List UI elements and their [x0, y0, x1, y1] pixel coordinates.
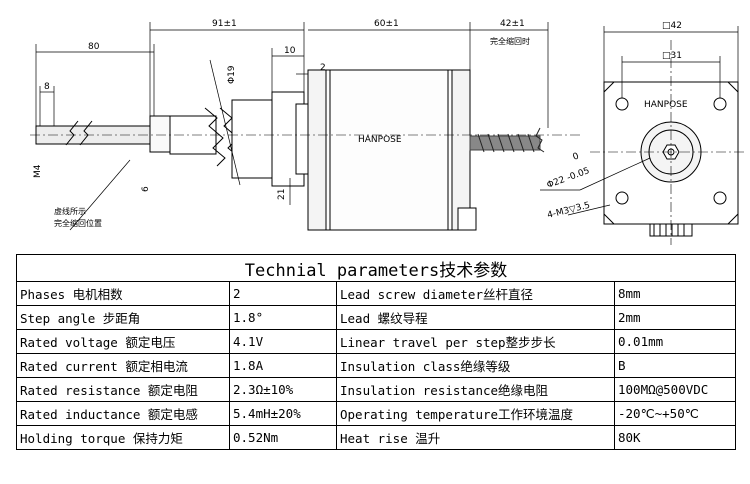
param-label: Lead 螺纹导程: [336, 305, 615, 330]
table-row: Holding torque 保持力矩 0.52Nm Heat rise 温升 …: [16, 425, 737, 450]
table-row: Rated voltage 额定电压 4.1V Linear travel pe…: [16, 329, 737, 354]
connector: [457, 207, 477, 231]
mounting-hole: [615, 191, 629, 205]
dim-phi22: Φ22 -0.05: [546, 166, 591, 191]
dim-screws: 4-M3▽3.5: [546, 201, 591, 221]
param-value: 1.8A: [229, 353, 337, 378]
motor-end-cap-rear: [451, 69, 471, 231]
table-row: Rated current 额定相电流 1.8A Insulation clas…: [16, 353, 737, 378]
param-label: Operating temperature工作环境温度: [336, 401, 615, 426]
note-dashed-1: 虚线所示: [54, 206, 86, 216]
note-compressed: 完全缩回时: [490, 36, 530, 46]
front-brand-label: HANPOSE: [644, 100, 688, 110]
param-value: 100MΩ@500VDC: [613, 377, 737, 402]
shaft-break-mark: [65, 120, 79, 146]
dim-42-square: □42: [662, 21, 682, 31]
table-title: Technial parameters技术参数: [15, 254, 737, 282]
param-value: 2mm: [613, 305, 737, 330]
dim-phi19: Φ19: [227, 65, 237, 84]
nut-body: [149, 115, 171, 153]
motor-body: [307, 69, 471, 231]
table-row: Rated inductance 额定电感 5.4mH±20% Operatin…: [16, 401, 737, 426]
param-label: Rated current 额定相电流: [16, 353, 230, 378]
dim-21: 21: [277, 189, 287, 200]
param-value: 2.3Ω±10%: [229, 377, 337, 402]
motor-end-cap-front: [307, 69, 327, 231]
rear-lead-screw: [469, 127, 545, 153]
dim-80: 80: [88, 42, 100, 52]
param-value: 2: [229, 281, 337, 306]
param-value: 8mm: [613, 281, 737, 306]
param-label: Holding torque 保持力矩: [16, 425, 230, 450]
param-label: Phases 电机相数: [16, 281, 230, 306]
note-dashed-2: 完全缩回位置: [54, 218, 102, 228]
dim-0: 0: [572, 151, 581, 162]
dim-31-square: □31: [662, 51, 682, 61]
dim-60: 60±1: [374, 19, 399, 29]
dim-m4: M4: [33, 164, 43, 178]
body-break-mark: [204, 107, 226, 167]
pilot-boss: [295, 103, 309, 175]
dim-2: 2: [320, 63, 326, 73]
param-label: Rated resistance 额定电阻: [16, 377, 230, 402]
table-row: Phases 电机相数 2 Lead screw diameter丝杆直径 8m…: [16, 281, 737, 306]
param-label: Step angle 步距角: [16, 305, 230, 330]
param-label: Rated voltage 额定电压: [16, 329, 230, 354]
dim-8: 8: [44, 82, 50, 92]
param-label: Insulation class绝缘等级: [336, 353, 615, 378]
param-value: 4.1V: [229, 329, 337, 354]
mounting-hole: [713, 191, 727, 205]
table-title-row: Technial parameters技术参数: [15, 254, 737, 282]
param-label: Rated inductance 额定电感: [16, 401, 230, 426]
table-row: Step angle 步距角 1.8° Lead 螺纹导程 2mm: [16, 305, 737, 330]
param-value: 80K: [613, 425, 737, 450]
dim-42-length: 42±1: [500, 19, 525, 29]
dim-6: 6: [141, 186, 151, 192]
param-value: 1.8°: [229, 305, 337, 330]
param-value: -20℃~+50℃: [613, 401, 737, 426]
param-label: Insulation resistance绝缘电阻: [336, 377, 615, 402]
param-value: 0.01mm: [613, 329, 737, 354]
param-value: B: [613, 353, 737, 378]
param-label: Lead screw diameter丝杆直径: [336, 281, 615, 306]
param-label: Heat rise 温升: [336, 425, 615, 450]
technical-drawing: HANPOSE HANPOSE 80 8 M4 6 91±1 60±1 42±1…: [30, 19, 745, 245]
param-label: Linear travel per step整步步长: [336, 329, 615, 354]
parameters-table: Technial parameters技术参数 Phases 电机相数 2 Le…: [15, 254, 737, 450]
collar: [231, 99, 273, 179]
table-row: Rated resistance 额定电阻 2.3Ω±10% Insulatio…: [16, 377, 737, 402]
dim-91: 91±1: [212, 19, 237, 29]
dim-10: 10: [284, 46, 296, 56]
param-value: 0.52Nm: [229, 425, 337, 450]
shaft-break-mark: [79, 120, 93, 146]
param-value: 5.4mH±20%: [229, 401, 337, 426]
side-brand-label: HANPOSE: [358, 135, 402, 145]
